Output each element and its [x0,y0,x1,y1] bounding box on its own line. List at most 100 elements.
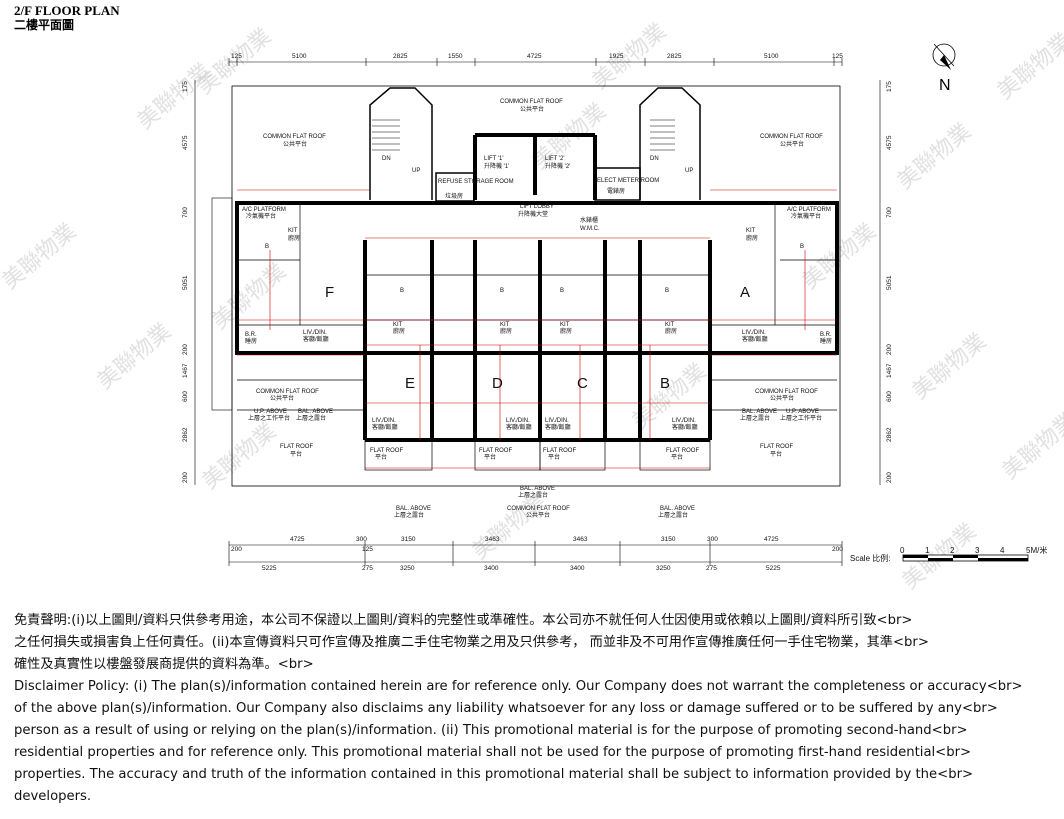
svg-text:電錶房: 電錶房 [607,187,625,195]
svg-text:B: B [400,288,404,294]
svg-text:廚房: 廚房 [665,327,677,335]
svg-text:廚房: 廚房 [393,327,405,335]
plan-title-en: 2/F FLOOR PLAN [14,3,120,18]
svg-text:5100: 5100 [292,53,307,60]
svg-text:BAL. ABOVE: BAL. ABOVE [660,506,695,512]
svg-text:275: 275 [362,565,373,572]
svg-text:BAL. ABOVE: BAL. ABOVE [742,409,777,415]
unit-label-a: A [740,284,750,301]
unit-label-e: E [405,375,415,392]
svg-text:上層之露台: 上層之露台 [658,511,688,519]
svg-text:FLAT ROOF: FLAT ROOF [666,448,699,454]
svg-text:700: 700 [886,207,893,218]
disclaimer-en-line: of the above plan(s)/information. Our Co… [14,701,998,716]
watermark: 美聯物業 [998,409,1064,485]
svg-text:200: 200 [182,472,189,483]
svg-text:KIT: KIT [665,322,675,328]
svg-text:300: 300 [356,536,367,543]
plan-title: 2/F FLOOR PLAN 二樓平面圖 [14,3,120,33]
svg-text:KIT: KIT [393,322,403,328]
svg-text:公共平台: 公共平台 [526,511,550,519]
svg-text:冷氣機平台: 冷氣機平台 [791,212,821,220]
watermark: 美聯物業 [798,219,881,295]
svg-text:廚房: 廚房 [560,327,572,335]
svg-text:B.R.: B.R. [820,332,832,338]
svg-text:2862: 2862 [886,427,893,442]
svg-text:700: 700 [182,207,189,218]
svg-text:B: B [500,288,504,294]
svg-text:DN: DN [650,156,659,162]
svg-text:600: 600 [886,391,893,402]
svg-text:3400: 3400 [484,565,499,572]
svg-text:LIV./DIN.: LIV./DIN. [545,418,569,424]
scale-bar: Scale 比例: 0 1 2 3 4 5M/米 [850,545,1047,563]
watermark: 美聯物業 [0,219,81,295]
top-dimension-lines [228,58,843,66]
svg-text:175: 175 [886,81,893,92]
svg-text:升降機 '1': 升降機 '1' [484,162,509,170]
svg-text:175: 175 [182,81,189,92]
svg-text:A/C PLATFORM: A/C PLATFORM [242,207,286,213]
disclaimer-en-line: Disclaimer Policy: (i) The plan(s)/infor… [14,679,1023,694]
svg-text:200: 200 [182,344,189,355]
svg-text:LIV./DIN.: LIV./DIN. [506,418,530,424]
bottom-dimension-labels-row2: 5225 275 3250 3400 3400 3250 275 5225 [262,565,781,572]
svg-text:300: 300 [707,536,718,543]
svg-text:水錶櫃: 水錶櫃 [580,216,598,224]
svg-text:3250: 3250 [400,565,415,572]
left-dimension-labels: 175 4575 700 5051 200 1467 600 2862 200 [182,81,189,483]
svg-text:ELECT METER ROOM: ELECT METER ROOM [597,178,659,184]
unit-label-c: C [577,375,588,392]
svg-text:客廳/飯廳: 客廳/飯廳 [506,423,532,431]
svg-text:UP: UP [685,168,693,174]
svg-text:UP: UP [412,168,420,174]
svg-text:公共平台: 公共平台 [270,394,294,402]
svg-text:COMMON FLAT ROOF: COMMON FLAT ROOF [263,134,326,140]
svg-text:LIFT '1': LIFT '1' [484,156,504,162]
watermark: 美聯物業 [893,119,976,195]
stair-treads [372,119,675,151]
svg-text:上層之露台: 上層之露台 [296,414,326,422]
svg-text:客廳/飯廳: 客廳/飯廳 [742,335,768,343]
svg-text:4575: 4575 [886,135,893,150]
svg-text:U.P. ABOVE: U.P. ABOVE [786,409,819,415]
svg-text:平台: 平台 [770,450,782,458]
svg-text:2825: 2825 [667,53,682,60]
side-dimension-lines [194,80,881,485]
unit-label-b: B [660,375,670,392]
watermark: 美聯物業 [588,19,671,95]
svg-text:200: 200 [886,472,893,483]
svg-text:LIV./DIN.: LIV./DIN. [303,330,327,336]
svg-text:B: B [265,244,269,250]
svg-text:2: 2 [950,546,955,555]
svg-text:升降機大堂: 升降機大堂 [518,210,548,218]
svg-text:KIT: KIT [500,322,510,328]
svg-text:B: B [665,288,669,294]
svg-text:3463: 3463 [573,536,588,543]
top-dimension-labels: 125 5100 2825 1550 4725 1925 2825 5100 1… [231,53,843,60]
watermark: 美聯物業 [908,329,991,405]
svg-text:1550: 1550 [448,53,463,60]
svg-text:5051: 5051 [182,275,189,290]
svg-text:FLAT ROOF: FLAT ROOF [760,444,793,450]
unit-label-d: D [492,375,503,392]
svg-text:3150: 3150 [401,536,416,543]
svg-text:LIFT '2': LIFT '2' [545,156,565,162]
svg-text:125: 125 [832,53,843,60]
disclaimer-en-line: residential properties and for reference… [14,745,972,760]
svg-text:廚房: 廚房 [288,234,300,242]
svg-text:5225: 5225 [766,565,781,572]
svg-text:公共平台: 公共平台 [520,105,544,113]
disclaimer: 免責聲明:(i)以上圖則/資料只供參考用途，本公司不保證以上圖則/資料的完整性或… [14,610,1054,808]
svg-text:FLAT ROOF: FLAT ROOF [370,448,403,454]
svg-text:BAL. ABOVE: BAL. ABOVE [396,506,431,512]
svg-text:平台: 平台 [375,453,387,461]
svg-text:上層之工作平台: 上層之工作平台 [248,414,290,422]
svg-text:睡房: 睡房 [245,337,257,345]
svg-text:平台: 平台 [548,453,560,461]
north-label: N [939,77,951,94]
svg-text:3150: 3150 [661,536,676,543]
disclaimer-cn-line: 確性及真實性以樓盤發展商提供的資料為準。<br> [14,657,314,672]
svg-text:A/C PLATFORM: A/C PLATFORM [787,207,831,213]
disclaimer-en-line: properties. The accuracy and truth of th… [14,767,974,782]
